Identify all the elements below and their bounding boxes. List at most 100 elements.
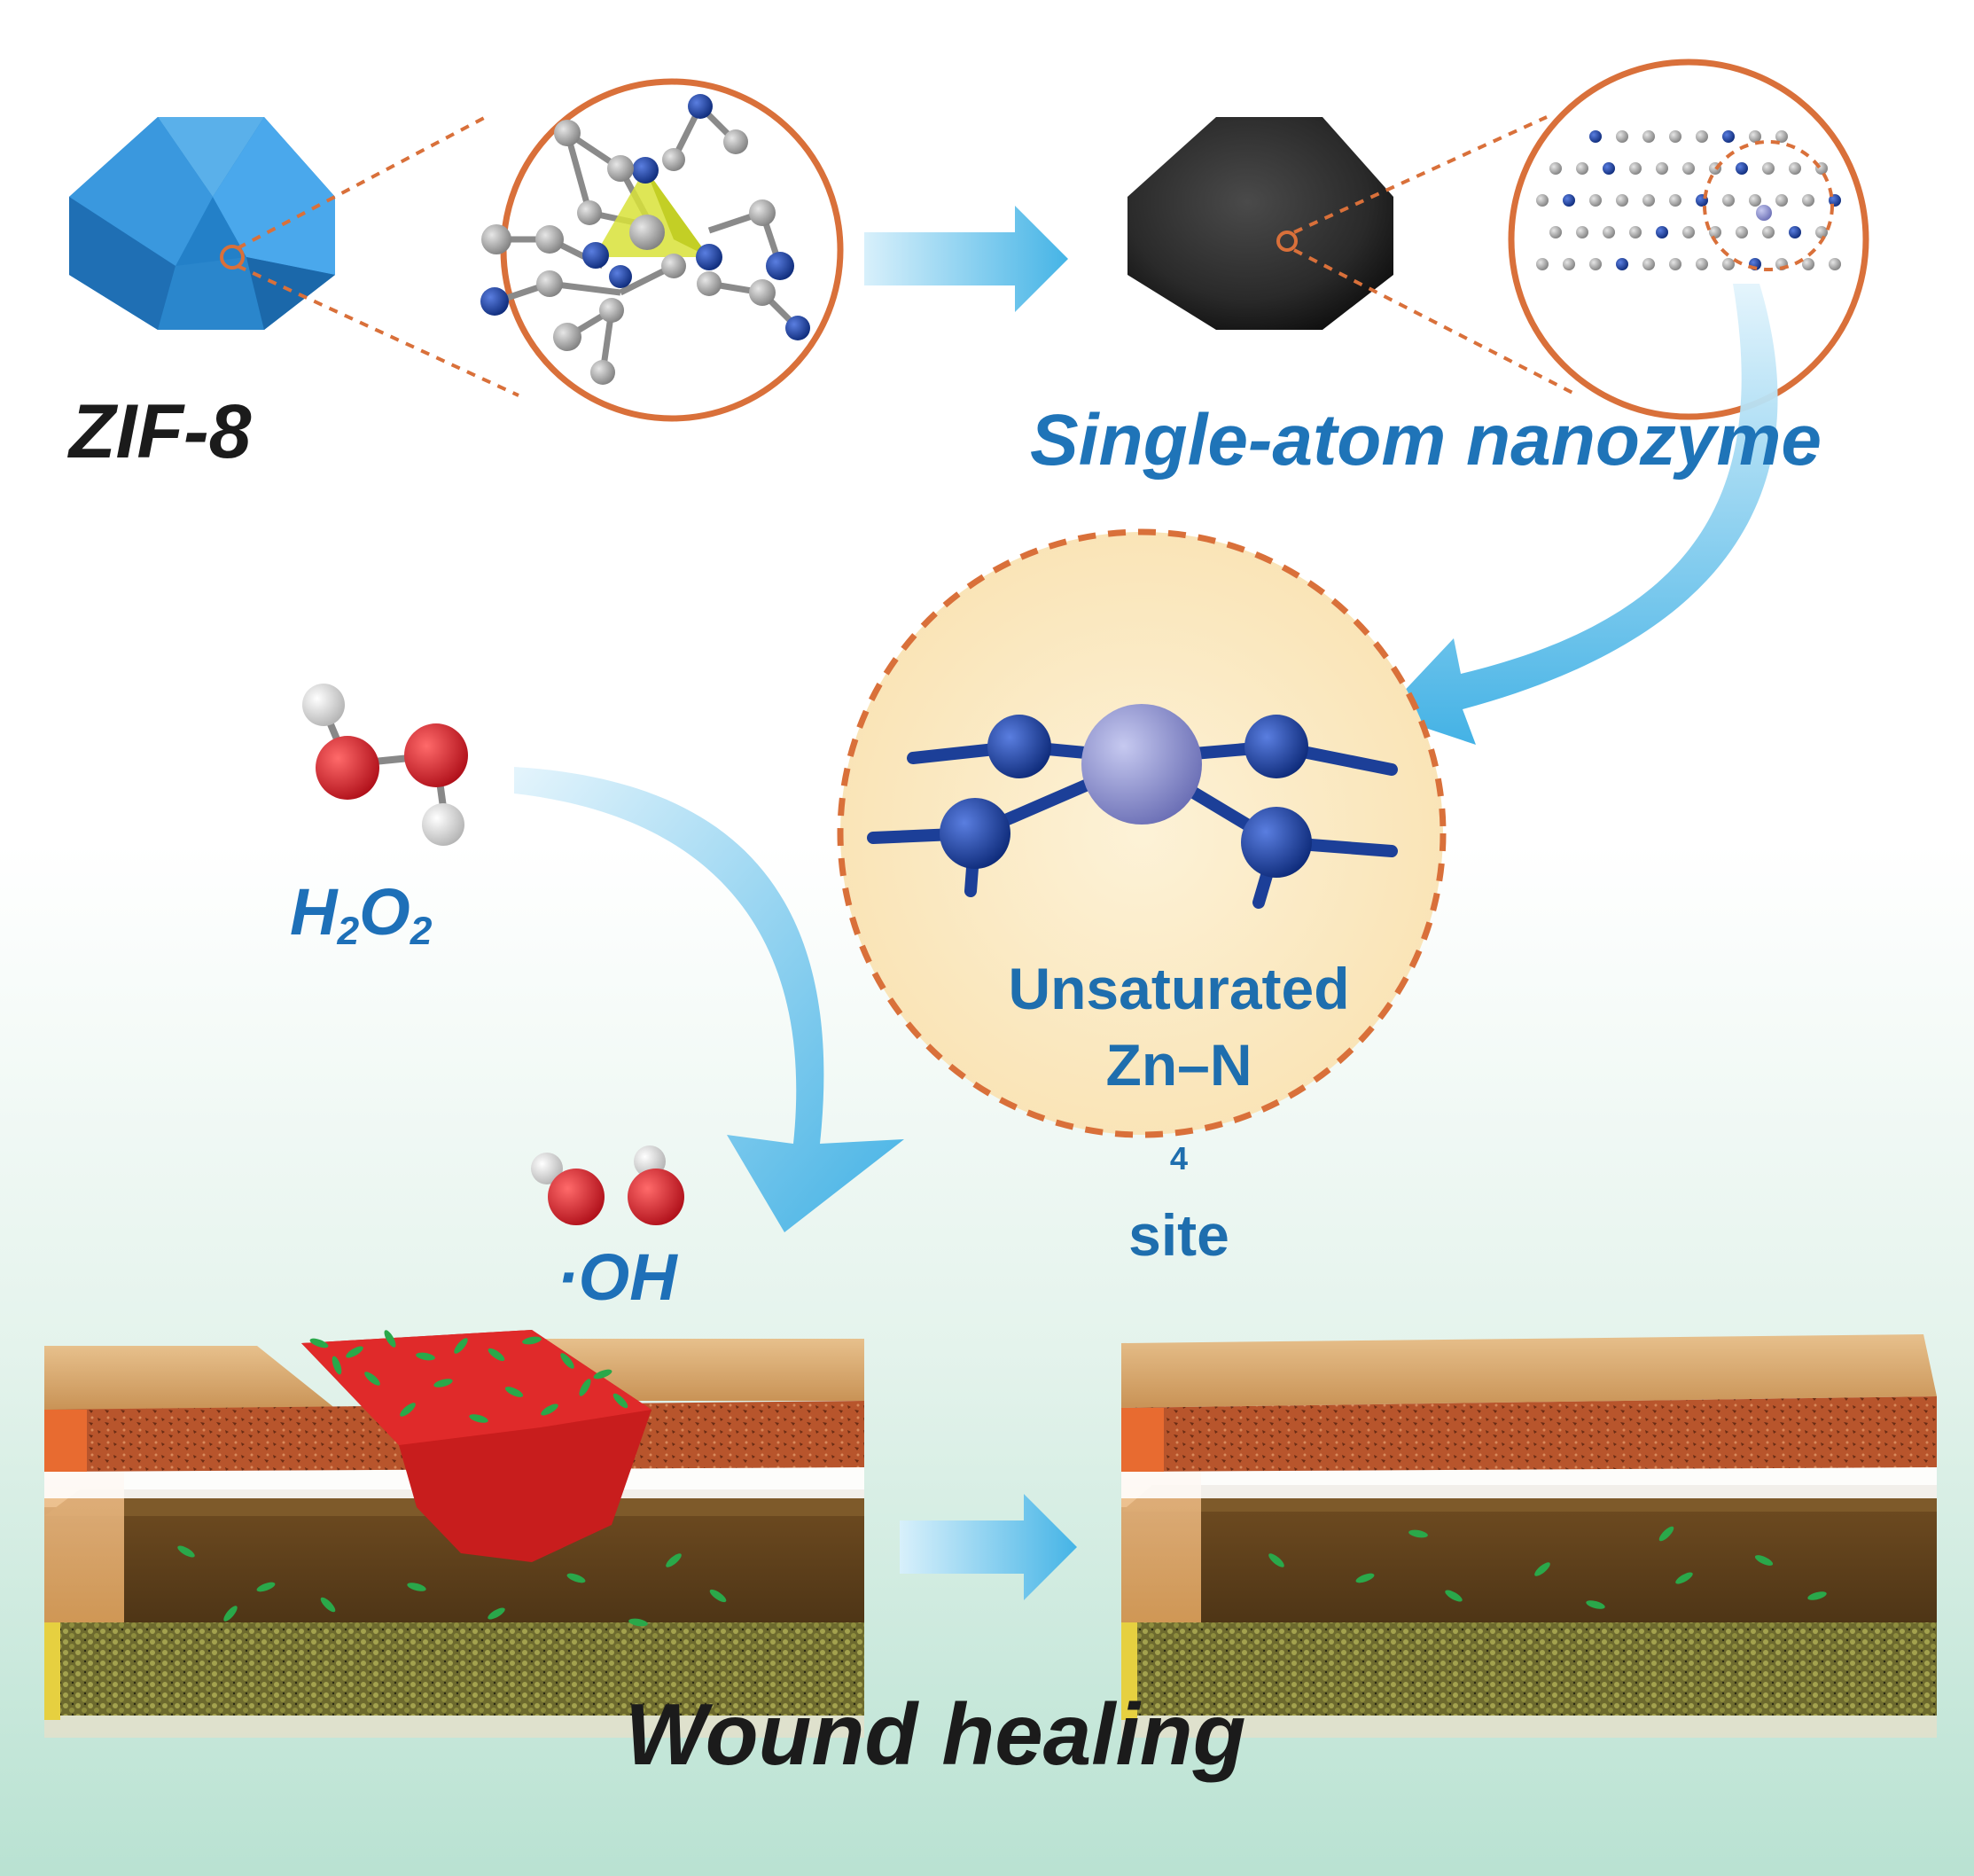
sheet-atom: [1656, 162, 1668, 175]
bacterium: [223, 1606, 238, 1622]
sheet-atom: [1736, 162, 1748, 175]
site-znn: Zn–N: [1105, 1032, 1252, 1098]
h2o2-sub1: 2: [337, 910, 360, 954]
bacterium: [541, 1403, 558, 1416]
wound-healing-label: Wound healing: [625, 1685, 1246, 1783]
bacterium: [488, 1348, 505, 1362]
bacterium: [566, 1573, 586, 1583]
hydroxyl-radical-label: ·OH: [557, 1240, 677, 1314]
sheet-atom: [1829, 194, 1841, 207]
healing-arrow: [900, 1494, 1077, 1600]
sheet-atom: [1789, 226, 1801, 238]
curve-arrow-h2o2: [514, 767, 904, 1232]
site-word: site: [1128, 1202, 1229, 1269]
bacterium: [1408, 1529, 1428, 1538]
sheet-atom: [1749, 130, 1761, 143]
site-label-line2: Zn–N 4 site: [940, 1027, 1418, 1273]
bacterium: [666, 1553, 682, 1567]
sheet-atom: [1762, 226, 1775, 238]
bacterium: [320, 1597, 336, 1613]
sheet-atom: [1642, 130, 1655, 143]
single-atom-nanozyme-label: Single-atom nanozyme: [1030, 400, 1822, 481]
bacterium: [384, 1330, 396, 1348]
bacterium: [1445, 1590, 1463, 1602]
h2o2-label: H2O2: [290, 874, 432, 954]
bacterium: [709, 1589, 727, 1603]
zif8-structure-zoom: [480, 78, 844, 422]
bacterium: [364, 1372, 380, 1386]
h2o2-h: H: [290, 875, 338, 949]
sheet-atom: [1802, 258, 1814, 270]
bacterium: [1754, 1555, 1774, 1566]
sheet-atom: [1789, 162, 1801, 175]
site-label-line1: Unsaturated: [1008, 956, 1350, 1021]
h2o2-molecule: [302, 684, 468, 846]
sheet-atom: [1603, 162, 1615, 175]
sheet-atom: [1775, 194, 1788, 207]
sheet-atom: [1802, 194, 1814, 207]
bacterium: [1658, 1526, 1674, 1542]
sheet-atom: [1563, 258, 1575, 270]
sheet-atom: [1536, 258, 1549, 270]
sheet-atom: [1696, 130, 1708, 143]
bacterium: [346, 1346, 363, 1358]
sheet-atom: [1642, 194, 1655, 207]
bacterium: [407, 1583, 426, 1591]
bacterium: [522, 1336, 542, 1345]
bacterium: [579, 1379, 591, 1396]
nanozyme-particle: [1127, 117, 1393, 330]
carbon-sheet-zoom: [1508, 59, 1869, 420]
sheet-atom: [1549, 226, 1562, 238]
bacterium: [504, 1387, 524, 1397]
bacterium: [1586, 1600, 1605, 1609]
sheet-atom: [1603, 226, 1615, 238]
bacterium: [177, 1545, 195, 1558]
bacterium: [488, 1607, 505, 1620]
bacterium: [400, 1403, 416, 1417]
sheet-atom: [1629, 226, 1642, 238]
wounded-skin-block: [44, 1330, 864, 1738]
sheet-atom: [1749, 194, 1761, 207]
bacterium: [332, 1356, 342, 1375]
sheet-atom: [1656, 226, 1668, 238]
sheet-atom: [1682, 226, 1695, 238]
sheet-atom: [1829, 258, 1841, 270]
sheet-atom: [1589, 194, 1602, 207]
site-sub4: 4: [1169, 1140, 1189, 1177]
h2o2-o: O: [359, 875, 410, 949]
sheet-atom: [1563, 194, 1575, 207]
sheet-atom: [1589, 130, 1602, 143]
sheet-atom: [1616, 130, 1628, 143]
sheet-atom: [1669, 258, 1681, 270]
sheet-atom: [1762, 162, 1775, 175]
sheet-atom: [1722, 258, 1735, 270]
transform-arrow-top: [864, 206, 1068, 312]
bacterium: [309, 1338, 329, 1348]
bacterium: [416, 1352, 435, 1361]
bacterium: [1268, 1553, 1284, 1567]
sheet-atom: [1549, 162, 1562, 175]
zif8-crystal: [69, 117, 335, 330]
zif8-callout-lines: [237, 115, 519, 397]
sheet-atom: [1815, 226, 1828, 238]
oh-radicals: [531, 1145, 684, 1225]
bacterium: [1534, 1562, 1550, 1576]
bacterium: [1807, 1591, 1827, 1600]
healed-skin-block: [1121, 1334, 1937, 1738]
bacterium: [612, 1393, 628, 1409]
bacterium: [628, 1618, 648, 1627]
zif8-label: ZIF-8: [69, 389, 252, 474]
sheet-atom: [1616, 194, 1628, 207]
bacterium: [469, 1414, 488, 1423]
sheet-atom: [1616, 258, 1628, 270]
sheet-atom: [1696, 258, 1708, 270]
sheet-atom: [1629, 162, 1642, 175]
sheet-atom: [1589, 258, 1602, 270]
sheet-atom: [1722, 130, 1735, 143]
bacterium: [454, 1338, 468, 1354]
bacterium: [593, 1369, 612, 1380]
bacterium: [1355, 1573, 1375, 1583]
sheet-atom: [1576, 162, 1588, 175]
sheet-atom: [1736, 226, 1748, 238]
